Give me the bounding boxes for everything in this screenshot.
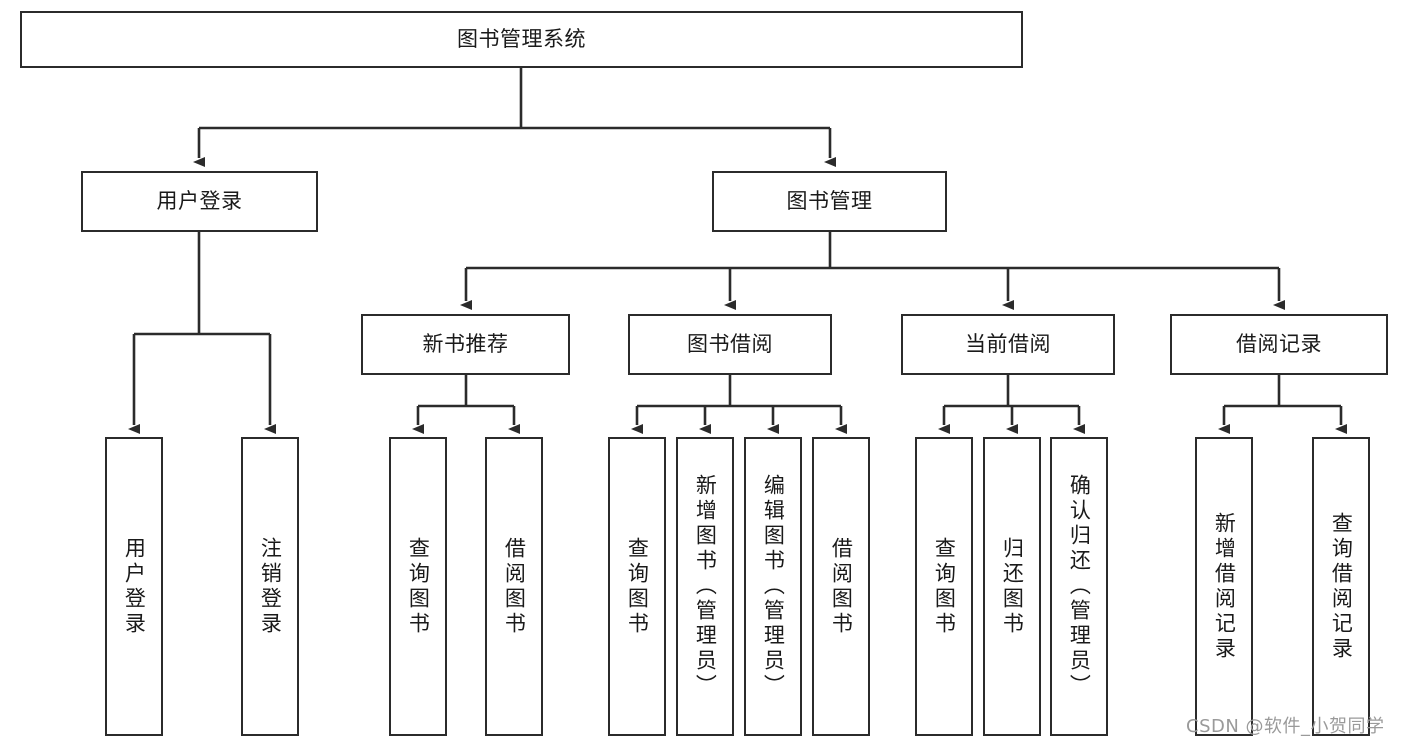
node-label: 借阅图书	[502, 536, 527, 637]
node-current-borrow[interactable]: 当前借阅	[901, 314, 1115, 375]
node-label: 归还图书	[1000, 536, 1025, 637]
leaf-user-login[interactable]: 用户登录	[105, 437, 163, 736]
node-label: 新增图书（管理员）	[693, 474, 718, 699]
csdn-watermark: CSDN @软件_小贺同学	[1186, 716, 1385, 737]
node-book-borrow[interactable]: 图书借阅	[628, 314, 832, 375]
leaf-add-borrow-record[interactable]: 新增借阅记录	[1195, 437, 1253, 736]
leaf-borrow-book-new[interactable]: 借阅图书	[485, 437, 543, 736]
node-user-login[interactable]: 用户登录	[81, 171, 318, 232]
node-label: 查询图书	[406, 536, 431, 637]
leaf-confirm-return-admin[interactable]: 确认归还（管理员）	[1050, 437, 1108, 736]
node-root-system[interactable]: 图书管理系统	[20, 11, 1023, 68]
leaf-add-book-admin[interactable]: 新增图书（管理员）	[676, 437, 734, 736]
node-label: 图书借阅	[687, 332, 773, 357]
leaf-query-book-new[interactable]: 查询图书	[389, 437, 447, 736]
node-new-book-recommend[interactable]: 新书推荐	[361, 314, 570, 375]
leaf-edit-book-admin[interactable]: 编辑图书（管理员）	[744, 437, 802, 736]
node-label: 查询图书	[625, 536, 650, 637]
node-label: 当前借阅	[965, 332, 1051, 357]
node-label: 新书推荐	[422, 332, 509, 357]
node-label: 借阅图书	[829, 536, 854, 637]
node-label: 新增借阅记录	[1212, 511, 1237, 662]
node-book-management[interactable]: 图书管理	[712, 171, 947, 232]
node-label: 查询借阅记录	[1329, 511, 1354, 662]
leaf-borrow-book[interactable]: 借阅图书	[812, 437, 870, 736]
leaf-return-book[interactable]: 归还图书	[983, 437, 1041, 736]
node-label: 确认归还（管理员）	[1067, 474, 1092, 699]
node-label: 图书管理	[786, 189, 873, 214]
leaf-query-book-borrow[interactable]: 查询图书	[608, 437, 666, 736]
leaf-query-borrow-record[interactable]: 查询借阅记录	[1312, 437, 1370, 736]
node-label: 编辑图书（管理员）	[761, 474, 786, 699]
node-label: 借阅记录	[1236, 332, 1322, 357]
node-label: 注销登录	[258, 536, 283, 637]
node-label: 查询图书	[932, 536, 957, 637]
node-label: 图书管理系统	[457, 27, 586, 52]
node-borrow-record[interactable]: 借阅记录	[1170, 314, 1388, 375]
leaf-logout[interactable]: 注销登录	[241, 437, 299, 736]
leaf-query-book-current[interactable]: 查询图书	[915, 437, 973, 736]
node-label: 用户登录	[156, 189, 243, 214]
node-label: 用户登录	[122, 536, 147, 637]
